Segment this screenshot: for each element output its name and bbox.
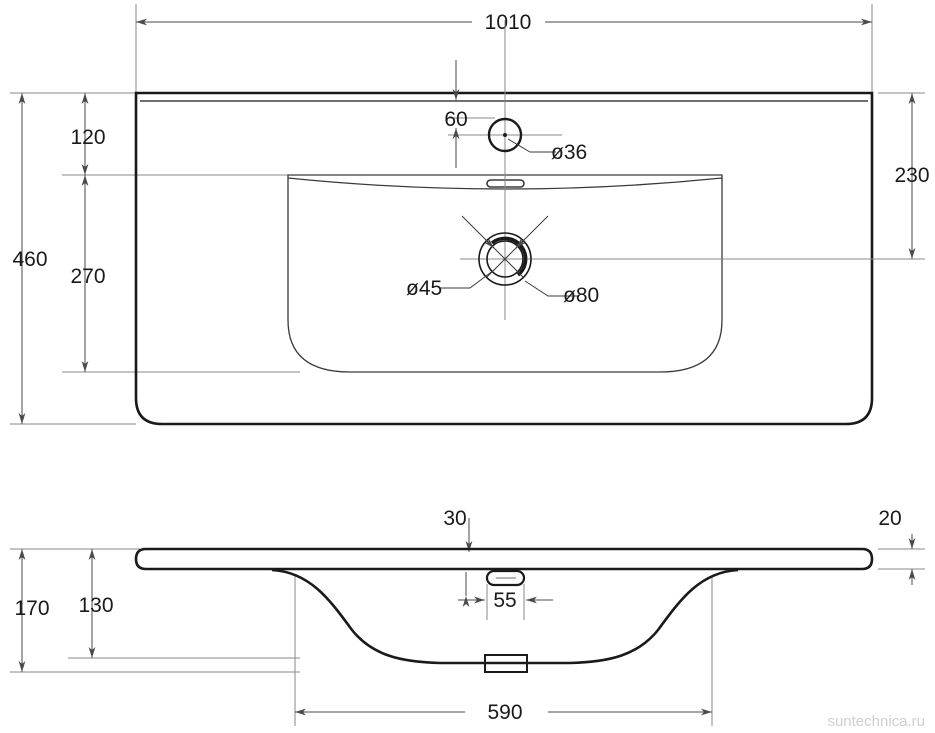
dimension-back-to-bowl-120: 120 <box>70 93 106 175</box>
dimension-label-d80: ø80 <box>563 284 599 307</box>
dimension-label-20: 20 <box>878 507 901 530</box>
drain-outer-circle <box>478 232 532 286</box>
dimension-right-230: 230 <box>894 93 930 259</box>
washbasin-outer-outline <box>134 91 874 426</box>
dimension-label-270: 270 <box>70 265 105 288</box>
bowl-section-profile <box>271 568 739 665</box>
faucet-leader-line <box>507 138 556 153</box>
dimension-label-230: 230 <box>894 164 929 187</box>
dimension-bowl-width-590: 590 <box>295 701 712 724</box>
basin-bowl-outline <box>287 174 723 373</box>
faucet-hole-center-dot <box>503 133 507 137</box>
drain-leader-arrow-80-in <box>515 215 549 249</box>
dimension-slab-thickness-20: 20 <box>878 507 916 585</box>
dimension-label-60: 60 <box>444 108 467 131</box>
top-view: 1010 460 120 270 230 <box>10 4 930 426</box>
dimension-label-130: 130 <box>78 594 113 617</box>
section-view: 170 130 30 20 <box>10 507 925 726</box>
drain-leader-arrow-45-in <box>461 215 495 249</box>
dimension-label-590: 590 <box>487 701 522 724</box>
dimension-overflow-width-55: 55 <box>458 572 553 612</box>
dimension-overall-height-170: 170 <box>14 549 50 672</box>
drain-leader-line-80 <box>524 280 578 297</box>
dimension-label-d36: ø36 <box>551 141 587 164</box>
dimension-label-170: 170 <box>14 597 49 620</box>
dimension-label-d45: ø45 <box>406 277 442 300</box>
drain-inner-circle <box>486 240 524 278</box>
section-view-extension-lines <box>10 548 925 726</box>
dimension-bowl-height-130: 130 <box>78 549 114 658</box>
dimension-overall-width-1010: 1010 <box>136 11 872 34</box>
dimension-overall-depth-460: 460 <box>12 93 48 424</box>
countertop-slab-profile <box>134 547 874 571</box>
site-watermark: suntechnica.ru <box>827 713 925 730</box>
dimension-label-460: 460 <box>12 248 47 271</box>
drain-assembly: ø45 ø80 <box>406 215 599 307</box>
dimension-label-120: 120 <box>70 126 105 149</box>
overflow-hole-section <box>485 569 526 587</box>
drain-outlet-box <box>484 654 528 673</box>
dimension-label-55: 55 <box>493 589 516 612</box>
dimension-bowl-depth-270: 270 <box>70 175 106 372</box>
faucet-hole: ø36 <box>487 117 587 164</box>
dimension-label-30: 30 <box>443 507 466 530</box>
drain-leader-line-45 <box>440 269 495 289</box>
dimension-label-1010: 1010 <box>485 11 532 34</box>
dimension-overflow-from-top-30: 30 <box>443 507 473 552</box>
dimension-faucet-from-back-60: 60 <box>444 60 468 168</box>
faucet-hole-circle <box>487 117 523 153</box>
